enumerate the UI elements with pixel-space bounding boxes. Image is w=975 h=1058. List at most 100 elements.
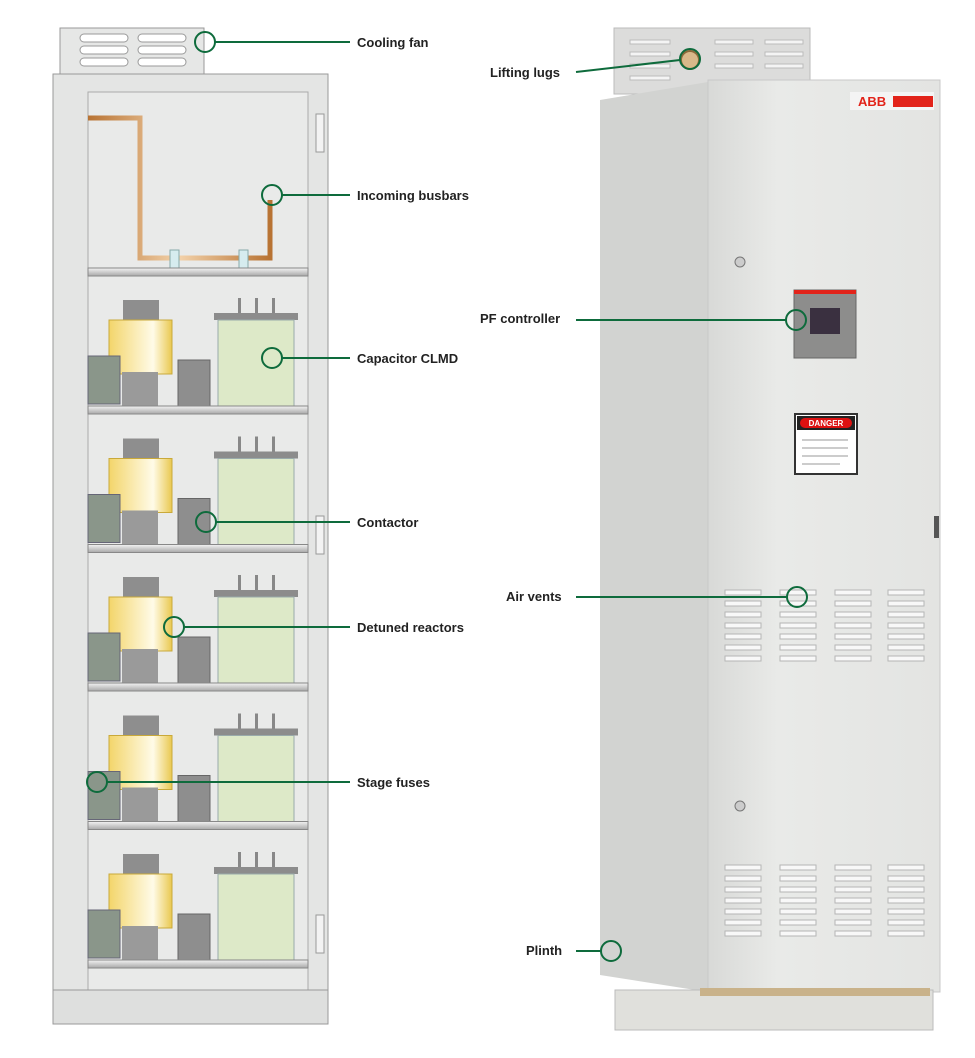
stage-fuse: [87, 632, 121, 682]
vent-slot: [834, 633, 872, 640]
fan-louvers: [79, 33, 187, 67]
callouts: Cooling fan Incoming busbars Capacitor C…: [86, 31, 808, 962]
vent-slot: [834, 611, 872, 618]
vent-slot: [779, 655, 817, 662]
vent-slot: [834, 622, 872, 629]
shelf: [87, 959, 309, 969]
vent-slot: [887, 886, 925, 893]
pf-controller: [793, 289, 857, 359]
vent-slot: [834, 600, 872, 607]
vent-slot: [724, 633, 762, 640]
vent-slot: [834, 655, 872, 662]
shelf: [87, 682, 309, 692]
svg-text:Stage fuses: Stage fuses: [357, 775, 430, 790]
svg-text:Incoming busbars: Incoming busbars: [357, 188, 469, 203]
vent-slot: [779, 622, 817, 629]
vent-slot: [724, 622, 762, 629]
stage-fuse: [87, 355, 121, 405]
svg-text:PF controller: PF controller: [480, 311, 560, 326]
vent-slot: [724, 875, 762, 882]
capacitor: [217, 735, 295, 824]
capacitor-bay: [87, 436, 309, 553]
vent-slot: [887, 930, 925, 937]
contactor: [177, 636, 211, 686]
incoming-busbars: [88, 115, 273, 261]
capacitor: [217, 458, 295, 547]
svg-text:Air vents: Air vents: [506, 589, 562, 604]
vent-slot: [779, 600, 817, 607]
shelf: [87, 405, 309, 415]
vent-slot: [887, 644, 925, 651]
shelf: [87, 821, 309, 830]
vent-slot: [724, 644, 762, 651]
contactor: [177, 775, 211, 824]
vent-slot: [724, 886, 762, 893]
capacitor-bay: [87, 713, 309, 830]
vent-slot: [779, 919, 817, 926]
door-lock: [734, 800, 746, 812]
vent-slot: [887, 919, 925, 926]
cutaway-cabinet: [52, 27, 329, 1025]
callout-pf-controller: PF controller: [480, 309, 807, 331]
vent-slot: [724, 908, 762, 915]
stage-fuse: [87, 494, 121, 543]
svg-text:DANGER: DANGER: [809, 419, 844, 428]
abb-logo: ABB: [858, 94, 886, 109]
vent-slot: [834, 908, 872, 915]
capacitor: [217, 319, 295, 409]
callout-detuned-reactors: Detuned reactors: [163, 616, 464, 638]
capacitor-bay: [87, 575, 309, 692]
stage-fuse: [87, 771, 121, 820]
vent-slot: [779, 589, 817, 596]
svg-text:Contactor: Contactor: [357, 515, 418, 530]
vent-slot: [887, 908, 925, 915]
capacitor-bay: [87, 852, 309, 969]
svg-text:Detuned reactors: Detuned reactors: [357, 620, 464, 635]
shelf: [87, 544, 309, 553]
contactor: [177, 498, 211, 547]
callout-plinth: Plinth: [526, 940, 622, 962]
svg-text:Lifting lugs: Lifting lugs: [490, 65, 560, 80]
vent-slot: [834, 930, 872, 937]
vent-slot: [779, 897, 817, 904]
vent-slot: [779, 886, 817, 893]
detuned-reactor: [108, 596, 173, 652]
stage-fuse: [87, 909, 121, 959]
vent-slot: [724, 611, 762, 618]
danger-sign: DANGER: [794, 413, 858, 475]
capacitor: [217, 873, 295, 963]
capacitor-bay: [87, 298, 309, 415]
vent-slot: [887, 875, 925, 882]
svg-text:Cooling fan: Cooling fan: [357, 35, 429, 50]
vent-slot: [887, 864, 925, 871]
callout-contactor: Contactor: [195, 511, 418, 533]
vent-slot: [834, 644, 872, 651]
vent-slot: [887, 655, 925, 662]
vent-slot: [724, 919, 762, 926]
vent-slot: [887, 897, 925, 904]
door-lock: [734, 256, 746, 268]
callout-lifting-lugs: Lifting lugs: [490, 48, 701, 80]
vent-slot: [779, 864, 817, 871]
svg-text:Plinth: Plinth: [526, 943, 562, 958]
vent-slot: [887, 600, 925, 607]
air-vents: [724, 589, 925, 937]
vent-slot: [834, 919, 872, 926]
capacitor: [217, 596, 295, 686]
vent-slot: [779, 633, 817, 640]
vent-slot: [834, 589, 872, 596]
vent-slot: [724, 930, 762, 937]
callout-stage-fuses: Stage fuses: [86, 771, 430, 793]
vent-slot: [834, 875, 872, 882]
vent-slot: [724, 655, 762, 662]
vent-slot: [834, 886, 872, 893]
vent-slot: [834, 897, 872, 904]
vent-slot: [779, 875, 817, 882]
contactor: [177, 913, 211, 963]
contactor: [177, 359, 211, 409]
vent-slot: [724, 589, 762, 596]
callout-air-vents: Air vents: [506, 586, 808, 608]
vent-slot: [887, 589, 925, 596]
vent-slot: [779, 908, 817, 915]
